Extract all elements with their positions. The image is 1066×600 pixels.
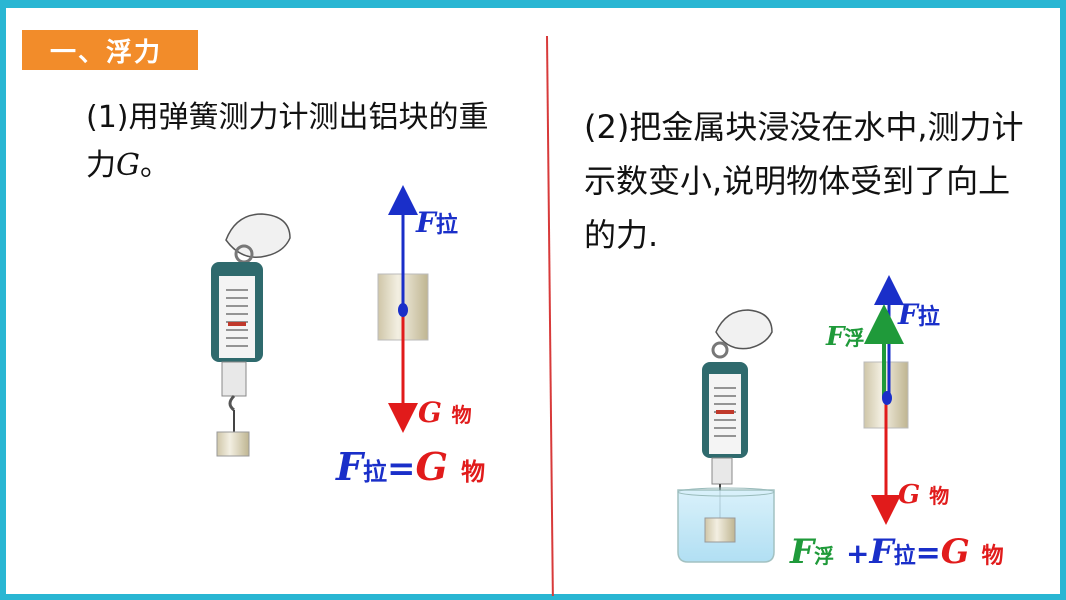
right-buoyancy-label: F浮: [826, 322, 864, 352]
hand-icon-right: [715, 309, 773, 350]
left-hanging-block: [216, 431, 250, 457]
right-gravity-label-sub: 物: [929, 484, 950, 508]
right-pull-label-sub: 拉: [917, 305, 940, 330]
section-title: 一、浮力: [22, 30, 198, 70]
left-pull-label-main: F: [416, 206, 436, 239]
right-eq-g-sub: 物: [981, 544, 1004, 569]
left-gravity-label: G 物: [418, 396, 472, 429]
right-equation: F浮 +F拉=G 物: [790, 532, 1004, 572]
left-eq-g-sub: 物: [461, 458, 486, 486]
left-gravity-label-sub: 物: [451, 403, 472, 427]
left-pull-label-sub: 拉: [435, 213, 458, 238]
left-spring-scale: [211, 213, 291, 457]
right-submerged-block: [704, 517, 736, 543]
right-eq-fbuoy-sub: 浮: [814, 544, 835, 568]
right-force-diagram: [863, 275, 909, 525]
left-eq-g: G: [415, 444, 448, 489]
right-eq-fpull-sub: 拉: [893, 544, 916, 569]
left-description-text: (1)用弹簧测力计测出铝块的重力: [86, 100, 489, 183]
right-description: (2)把金属块浸没在水中,测力计示数变小,说明物体受到了向上的力.: [584, 108, 1024, 254]
left-pull-label: F拉: [416, 206, 458, 239]
right-eq-fbuoy: F: [790, 532, 815, 572]
left-eq-f-sub: 拉: [362, 458, 387, 486]
right-spring-scale: [677, 309, 775, 563]
right-gravity-label-main: G: [898, 480, 921, 510]
right-eq-g: G: [940, 532, 970, 572]
left-equation: F拉=G 物: [336, 444, 485, 489]
right-eq-sign: =: [915, 536, 941, 571]
right-center-point: [882, 391, 892, 405]
right-eq-plus: +: [845, 537, 870, 570]
right-buoyancy-label-main: F: [826, 322, 845, 352]
left-eq-f: F: [336, 444, 363, 489]
right-pull-label: F拉: [898, 298, 940, 331]
right-pull-label-main: F: [898, 298, 918, 331]
right-eq-fpull: F: [869, 532, 894, 572]
left-gravity-label-main: G: [418, 396, 442, 429]
left-description-var: G: [116, 148, 140, 183]
left-eq-sign: =: [386, 449, 416, 489]
right-gravity-label: G 物: [898, 480, 949, 510]
left-force-diagram: [377, 185, 429, 433]
right-buoyancy-label-sub: 浮: [844, 326, 865, 350]
left-description: (1)用弹簧测力计测出铝块的重力G。: [86, 94, 516, 190]
left-description-end: 。: [139, 148, 170, 183]
left-center-point: [398, 303, 408, 317]
